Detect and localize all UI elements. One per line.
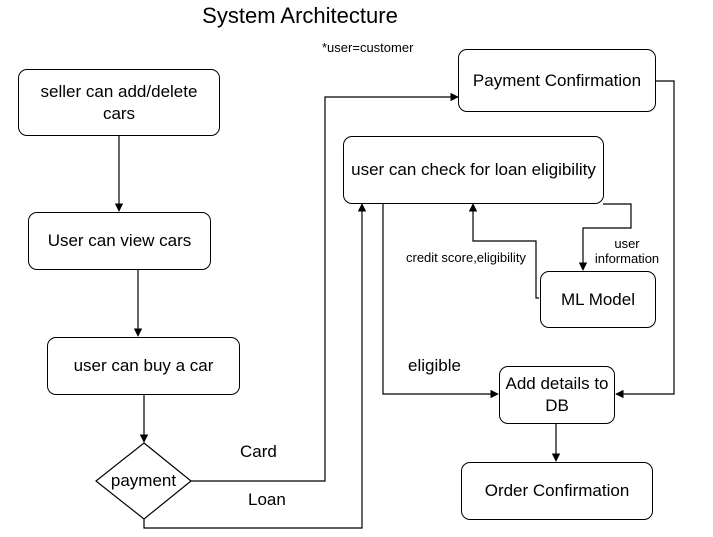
order-confirmation-node-label: Order Confirmation (484, 481, 630, 500)
view-cars-node: User can view cars (28, 212, 211, 270)
payment-decision-diamond (95, 442, 192, 520)
arrow-payment-confirmation-to-add-details (615, 80, 675, 399)
arrow-ml-to-loan-check (468, 203, 539, 299)
user-customer-note: *user=customer (322, 40, 414, 55)
payment-node-label: payment (110, 471, 177, 490)
ml-model-node-label: ML Model (560, 289, 635, 309)
order-confirmation-node: Order Confirmation (461, 462, 653, 520)
arrow-loan-check-to-ml (578, 203, 632, 271)
add-details-node: Add details to DB (499, 366, 615, 424)
card-edge-label: Card (240, 442, 277, 461)
credit-score-edge-label: credit score,eligibility (406, 250, 526, 265)
seller-node: seller can add/delete cars (18, 69, 220, 136)
view-cars-node-label: User can view cars (47, 231, 192, 250)
loan-check-node: user can check for loan eligibility (343, 136, 604, 204)
ml-model-node: ML Model (540, 271, 656, 328)
arrow-loan-to-loan-check (143, 203, 367, 529)
arrow-card-to-payment-confirmation (190, 92, 459, 482)
add-details-node-label: Add details to DB (505, 374, 609, 415)
buy-car-node-label: user can buy a car (73, 356, 214, 375)
payment-confirmation-node-label: Payment Confirmation (472, 70, 642, 90)
payment-confirmation-node: Payment Confirmation (458, 49, 656, 112)
seller-node-label: seller can add/delete cars (40, 81, 198, 123)
buy-car-node: user can buy a car (47, 337, 240, 395)
eligible-edge-label: eligible (408, 356, 461, 375)
user-information-edge-label: user information (594, 236, 660, 266)
arrow-eligible-to-add-details (382, 204, 499, 399)
loan-edge-label: Loan (248, 490, 286, 509)
diagram-title: System Architecture (202, 3, 398, 28)
loan-check-node-label: user can check for loan eligibility (351, 160, 596, 179)
